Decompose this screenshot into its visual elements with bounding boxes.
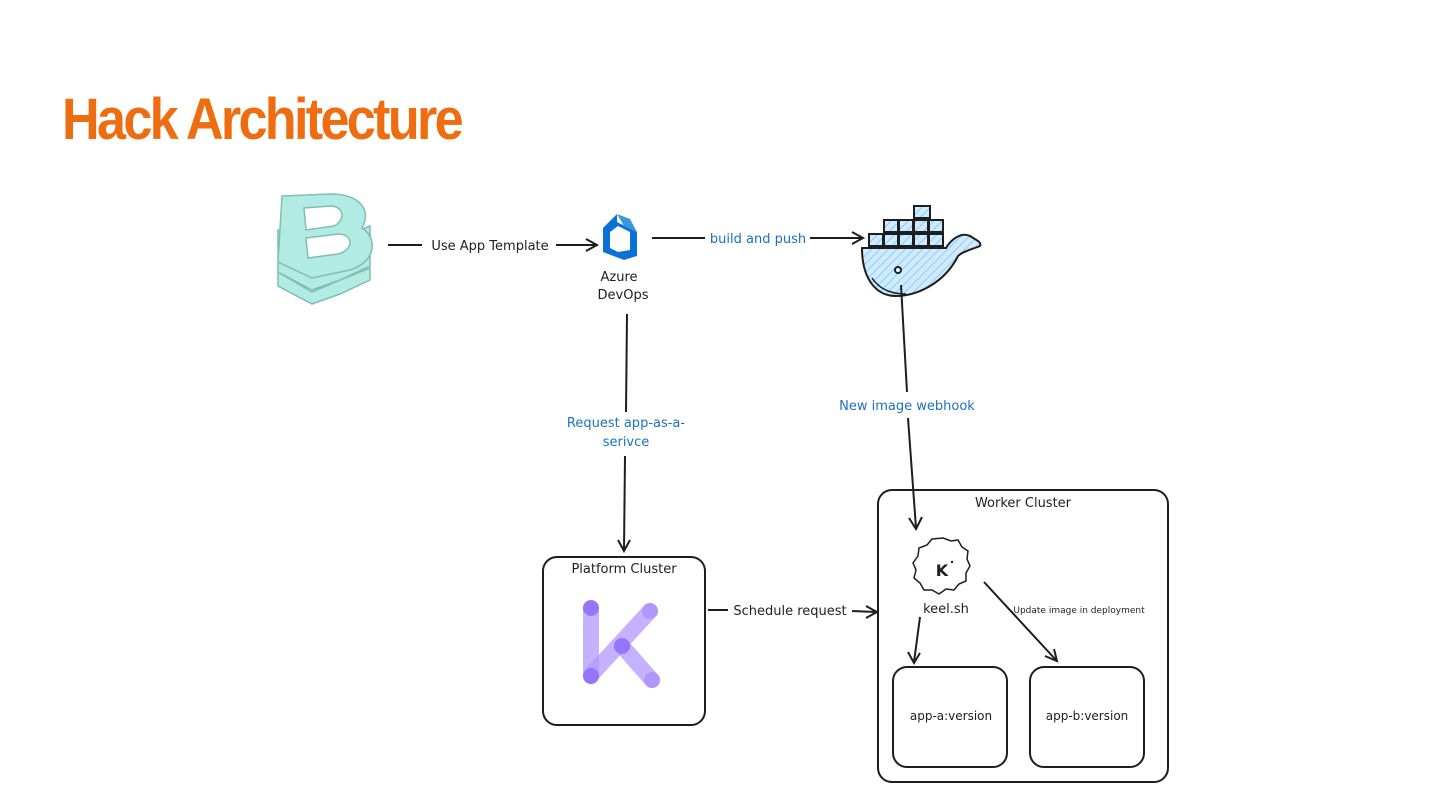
azure-devops-icon [603, 214, 637, 260]
app-a-label: app-a:version [910, 709, 992, 723]
keel-logo-letter: K [936, 561, 949, 580]
edge-label-update-image: Update image in deployment [1013, 606, 1145, 616]
app-b-label: app-b:version [1046, 709, 1129, 723]
edge-request-service [617, 313, 631, 554]
page-title: Hack Architecture [62, 87, 464, 152]
worker-cluster-box [877, 489, 1169, 783]
edge-label-use-template: Use App Template [431, 239, 548, 254]
edge-use-template [388, 238, 600, 252]
platform-cluster-box [542, 556, 706, 726]
edge-label-new-image: New image webhook [839, 399, 975, 414]
edge-new-image [900, 284, 923, 532]
kratix-logo-icon [583, 600, 660, 688]
azure-devops-label-line1: Azure [600, 270, 637, 285]
keel-logo-icon: K [912, 537, 971, 595]
worker-cluster-label: Worker Cluster [975, 496, 1072, 511]
edge-build-push [652, 231, 866, 245]
edge-keel-app-a [907, 616, 921, 666]
edge-label-schedule-request: Schedule request [733, 604, 846, 619]
keel-label: keel.sh [923, 602, 969, 617]
app-a-box [892, 666, 1008, 768]
edge-label-build-push: build and push [710, 232, 806, 247]
edge-update-image [983, 581, 1059, 663]
edge-label-request-service-line1: Request app-as-a- [567, 416, 685, 431]
platform-cluster-label: Platform Cluster [571, 562, 677, 577]
backstage-logo-icon [277, 193, 373, 305]
app-b-box [1029, 666, 1145, 768]
edge-label-request-service-line2: serivce [603, 435, 650, 450]
docker-whale-icon [860, 205, 982, 298]
azure-devops-label-line2: DevOps [598, 288, 649, 303]
